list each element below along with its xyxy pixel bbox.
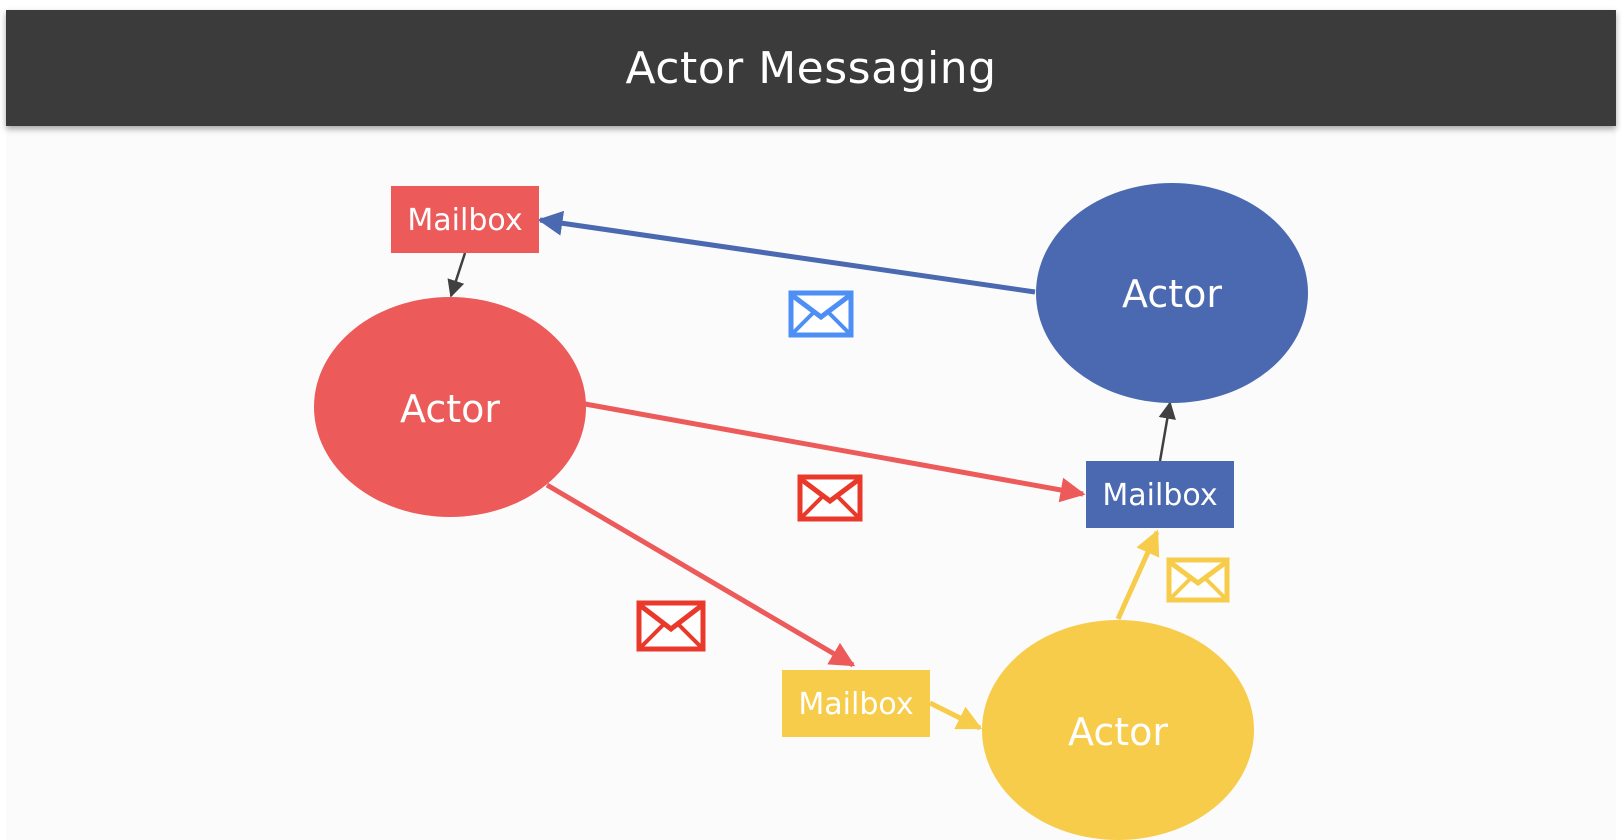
envelope-icon xyxy=(636,600,706,652)
envelope-icon xyxy=(1166,557,1230,603)
arrow-yellow-mailbox-to-yellow-actor xyxy=(928,700,983,731)
envelope-icon xyxy=(788,290,854,338)
actor-blue-label: Actor xyxy=(1122,272,1222,316)
mailbox-blue xyxy=(1086,461,1234,528)
actor-red-label: Actor xyxy=(400,387,500,431)
arrow-blue-actor-to-red-mailbox xyxy=(537,210,1036,295)
mailbox-blue-label: Mailbox xyxy=(1102,478,1217,513)
arrow-red-actor-to-blue-mailbox xyxy=(584,401,1086,503)
connector-red-mailbox-to-red-actor xyxy=(447,252,467,298)
mailbox-yellow-label: Mailbox xyxy=(798,687,913,722)
mailbox-red xyxy=(391,186,539,253)
arrow-yellow-actor-to-blue-mailbox xyxy=(1115,529,1160,621)
mailbox-red-label: Mailbox xyxy=(407,203,522,238)
actor-red xyxy=(314,297,586,517)
arrow-red-actor-to-yellow-mailbox xyxy=(545,482,856,668)
envelope-icon xyxy=(797,474,863,522)
actor-blue xyxy=(1036,183,1308,403)
actor-yellow-label: Actor xyxy=(1068,710,1168,754)
connector-blue-mailbox-to-blue-actor xyxy=(1158,401,1176,462)
mailbox-yellow xyxy=(782,670,930,737)
actor-yellow xyxy=(982,620,1254,840)
title-bar: Actor Messaging xyxy=(6,10,1616,126)
page-title: Actor Messaging xyxy=(625,42,997,94)
